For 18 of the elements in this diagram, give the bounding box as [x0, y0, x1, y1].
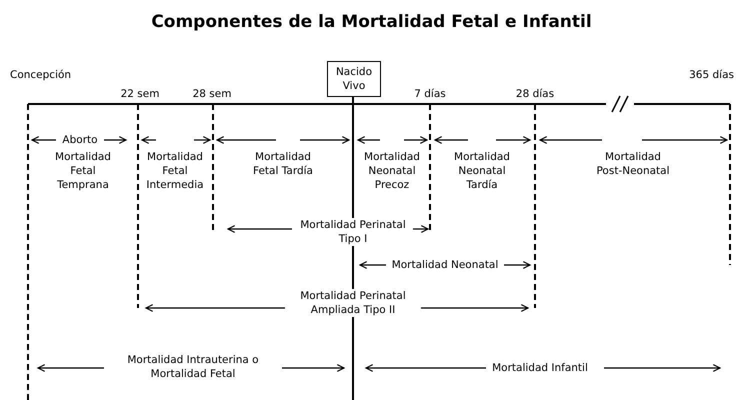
diagram-title: Componentes de la Mortalidad Fetal e Infantil: [150, 12, 593, 32]
period-label: Mortalidad Neonatal Precoz: [363, 150, 421, 192]
period-label: Concepción: [9, 68, 72, 82]
period-label: Mortalidad Post-Neonatal: [595, 150, 671, 178]
period-label: 365 días: [688, 68, 735, 82]
period-label: 28 días: [514, 87, 556, 101]
period-label: Mortalidad Perinatal Ampliada Tipo II: [285, 289, 421, 317]
period-label: Mortalidad Fetal Temprana: [54, 150, 112, 192]
period-label: Mortalidad Neonatal Tardía: [453, 150, 511, 192]
period-label: Mortalidad Fetal Intermedia: [145, 150, 205, 192]
period-label: 7 días: [413, 87, 447, 101]
period-label: Mortalidad Intrauterina o Mortalidad Fetal: [126, 353, 260, 381]
period-label: Mortalidad Fetal Tardía: [252, 150, 314, 178]
period-label: 28 sem: [192, 87, 232, 101]
period-label: Aborto: [61, 133, 99, 147]
period-label: 22 sem: [120, 87, 160, 101]
event-box: Nacido Vivo: [327, 61, 381, 98]
period-label: Mortalidad Infantil: [491, 361, 589, 375]
